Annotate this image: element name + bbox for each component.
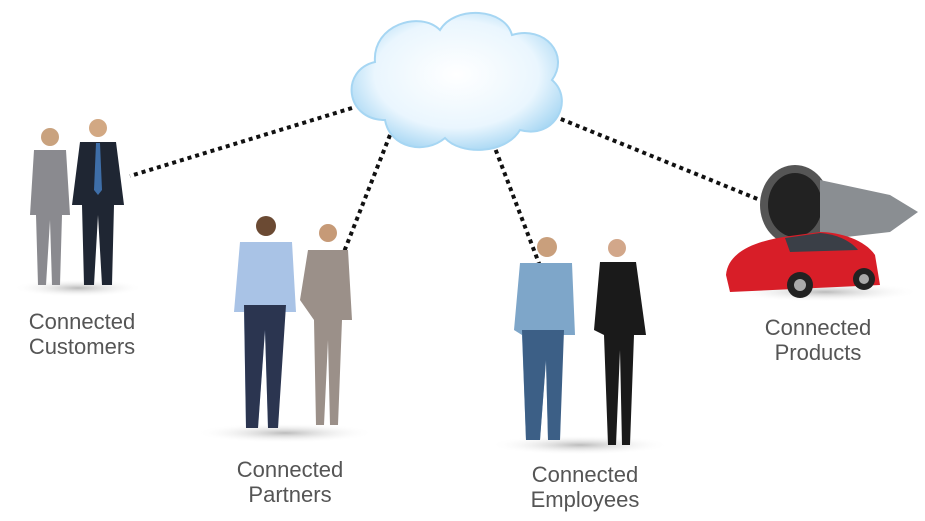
label-line: Employees (530, 487, 640, 512)
connector-customers (129, 106, 353, 178)
cloud-icon (350, 11, 563, 151)
label-connected-employees: Connected Employees (510, 462, 660, 512)
label-line: Connected (236, 457, 344, 482)
connector-employees (488, 134, 542, 267)
label-line: Products (774, 340, 862, 365)
connector-products (545, 111, 761, 202)
label-line: Connected (28, 309, 136, 334)
label-line: Customers (28, 334, 136, 359)
label-line: Connected (764, 315, 872, 340)
label-line: Partners (248, 482, 332, 507)
customers-people-image (30, 119, 124, 285)
label-line: Connected (531, 462, 639, 487)
products-engine-car-image (726, 165, 918, 298)
label-connected-partners: Connected Partners (220, 457, 360, 507)
employees-people-image (514, 237, 646, 445)
label-connected-customers: Connected Customers (12, 309, 152, 359)
partners-people-image (234, 216, 352, 428)
connector-partners (338, 134, 392, 263)
label-connected-products: Connected Products (748, 315, 888, 365)
